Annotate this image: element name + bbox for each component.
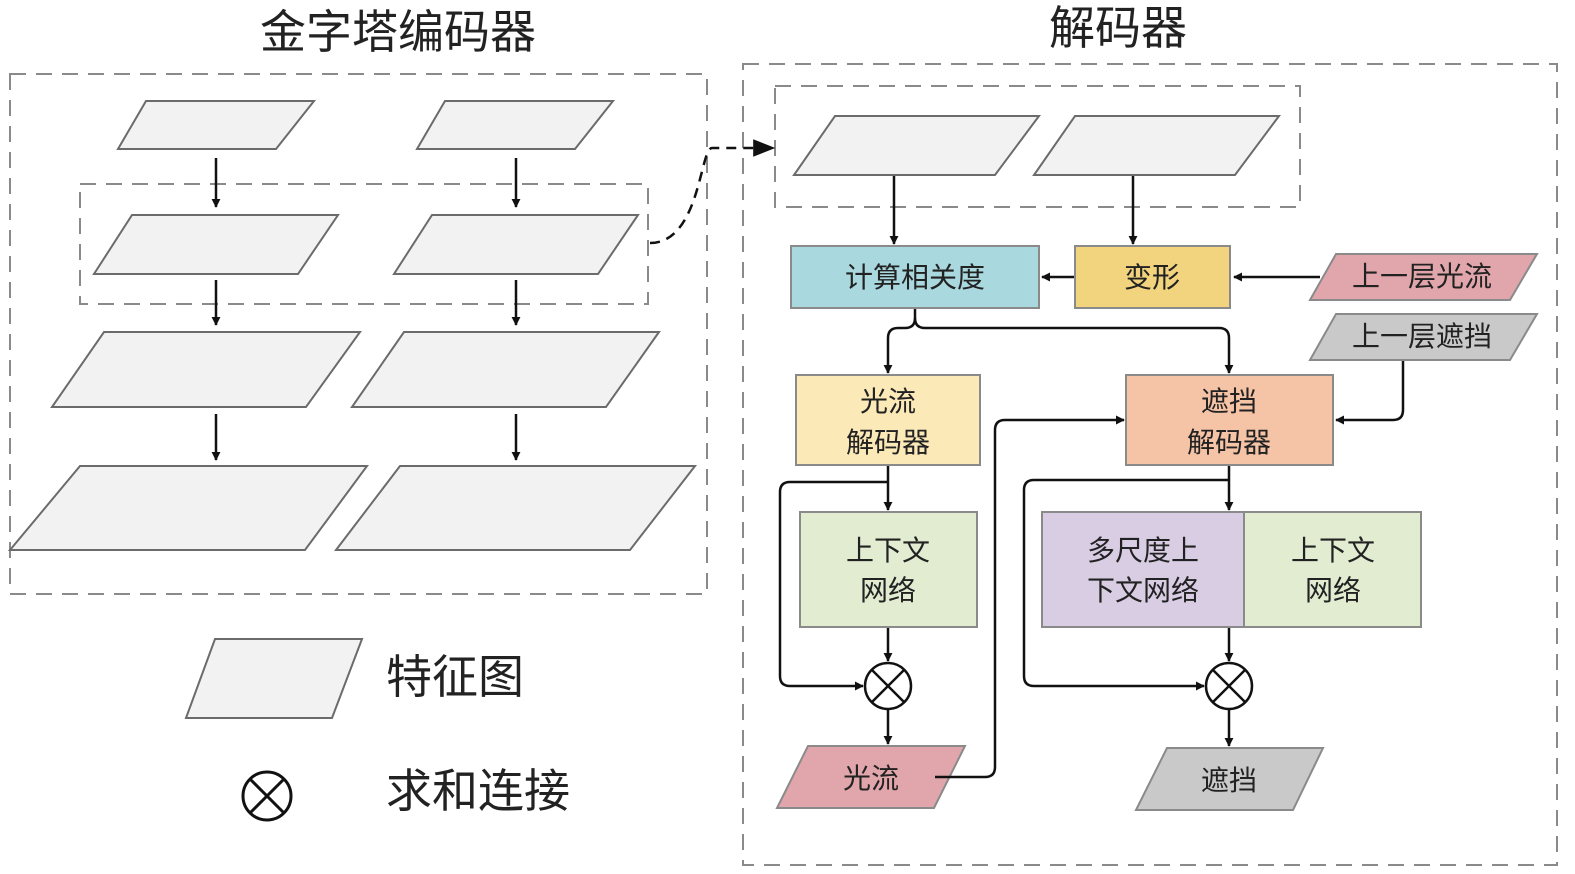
encoder-frame <box>9 73 708 595</box>
flow-decoder-box <box>795 374 981 466</box>
warp-box <box>1074 245 1231 309</box>
correlation-box <box>790 245 1040 309</box>
flow-output-shape <box>775 745 967 809</box>
occ-decoder-skip-arrow <box>1022 478 1229 691</box>
feature-map-l3-left <box>50 331 362 408</box>
prev-occlusion-label: 上一层遮挡 <box>1352 320 1492 353</box>
context-net-flow-line2: 网络 <box>860 574 916 607</box>
context-net-occ-line2: 网络 <box>1305 574 1361 607</box>
context-net-occ-line1: 上下文 <box>1291 534 1375 567</box>
flow-decoder-skip-arrow <box>778 480 888 691</box>
prev-occlusion-shape <box>1308 313 1539 361</box>
legend-sum-concat-icon <box>241 770 293 822</box>
occlusion-output-label: 遮挡 <box>1201 764 1257 797</box>
context-net-occ-box <box>1243 511 1422 628</box>
occlusion-decoder-line2: 解码器 <box>1187 426 1271 459</box>
decoder-input-feature-1 <box>792 115 1041 176</box>
correlation-label: 计算相关度 <box>845 261 985 294</box>
correlation-to-occlusion-decoder-arrow <box>913 317 1234 374</box>
encoder-selected-level-frame <box>79 183 649 305</box>
prev-flow-label: 上一层光流 <box>1352 260 1492 293</box>
prev-flow-shape <box>1308 253 1539 301</box>
flow-decoder-line1: 光流 <box>860 385 916 418</box>
occlusion-decoder-box <box>1125 374 1334 466</box>
context-net-flow-box <box>799 511 978 628</box>
multiscale-context-line2: 下文网络 <box>1087 574 1199 607</box>
occlusion-decoder-line1: 遮挡 <box>1201 385 1257 418</box>
legend-sum-concat-label: 求和连接 <box>386 764 570 818</box>
warp-label: 变形 <box>1124 261 1180 294</box>
flow-output-label: 光流 <box>843 762 899 795</box>
encoder-to-decoder-arrow <box>649 139 776 245</box>
decoder-input-feature-2 <box>1032 115 1281 176</box>
feature-map-l2-left <box>92 214 340 275</box>
occlusion-output-shape <box>1134 747 1325 811</box>
flow-decoder-line2: 解码器 <box>846 426 930 459</box>
prev-occlusion-to-occ-decoder-arrow <box>1335 361 1405 425</box>
feature-map-l1-left <box>116 100 317 150</box>
correlation-to-flow-decoder-arrow <box>883 309 917 374</box>
context-net-flow-line1: 上下文 <box>846 534 930 567</box>
legend-feature-map-icon <box>184 638 364 719</box>
feature-map-l3-right <box>350 331 661 408</box>
decoder-title: 解码器 <box>1049 1 1187 55</box>
feature-map-l4-right <box>333 465 698 551</box>
feature-map-l1-right <box>415 100 616 150</box>
feature-map-l4-left <box>7 465 369 551</box>
multiscale-context-line1: 多尺度上 <box>1087 534 1199 567</box>
encoder-title: 金字塔编码器 <box>260 5 536 59</box>
feature-map-l2-right <box>392 214 640 275</box>
multiscale-context-net-box <box>1041 511 1245 628</box>
flow-output-to-occ-decoder-arrow <box>935 415 1125 779</box>
legend-feature-map-label: 特征图 <box>386 650 524 704</box>
